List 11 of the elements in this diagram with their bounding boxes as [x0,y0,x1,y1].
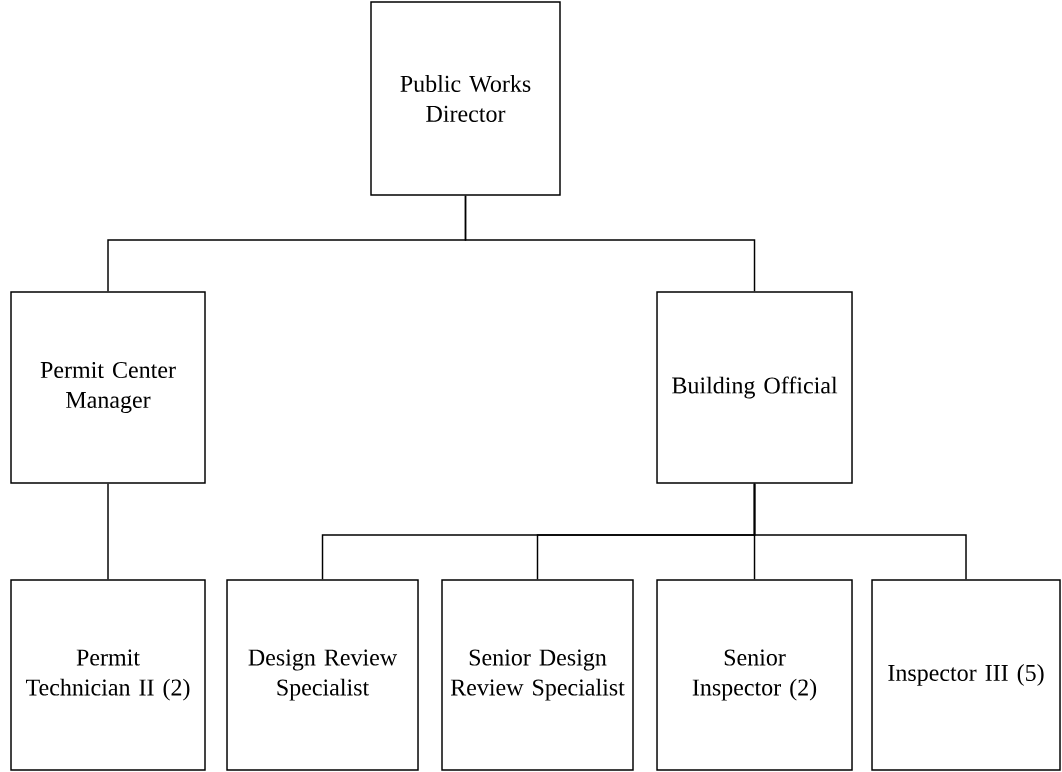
connector-line [464,195,756,292]
org-box: Inspector III (5) [871,579,1061,771]
org-box: Permit Center Manager [10,291,206,484]
org-box: Senior Design Review Specialist [441,579,634,771]
connector-line [107,483,109,580]
connector-line [753,483,967,580]
org-box: Building Official [656,291,853,484]
org-box: Public Works Director [370,1,561,196]
org-box: Senior Inspector (2) [656,579,853,771]
org-box: Permit Technician II (2) [10,579,206,771]
org-box: Design Review Specialist [226,579,419,771]
